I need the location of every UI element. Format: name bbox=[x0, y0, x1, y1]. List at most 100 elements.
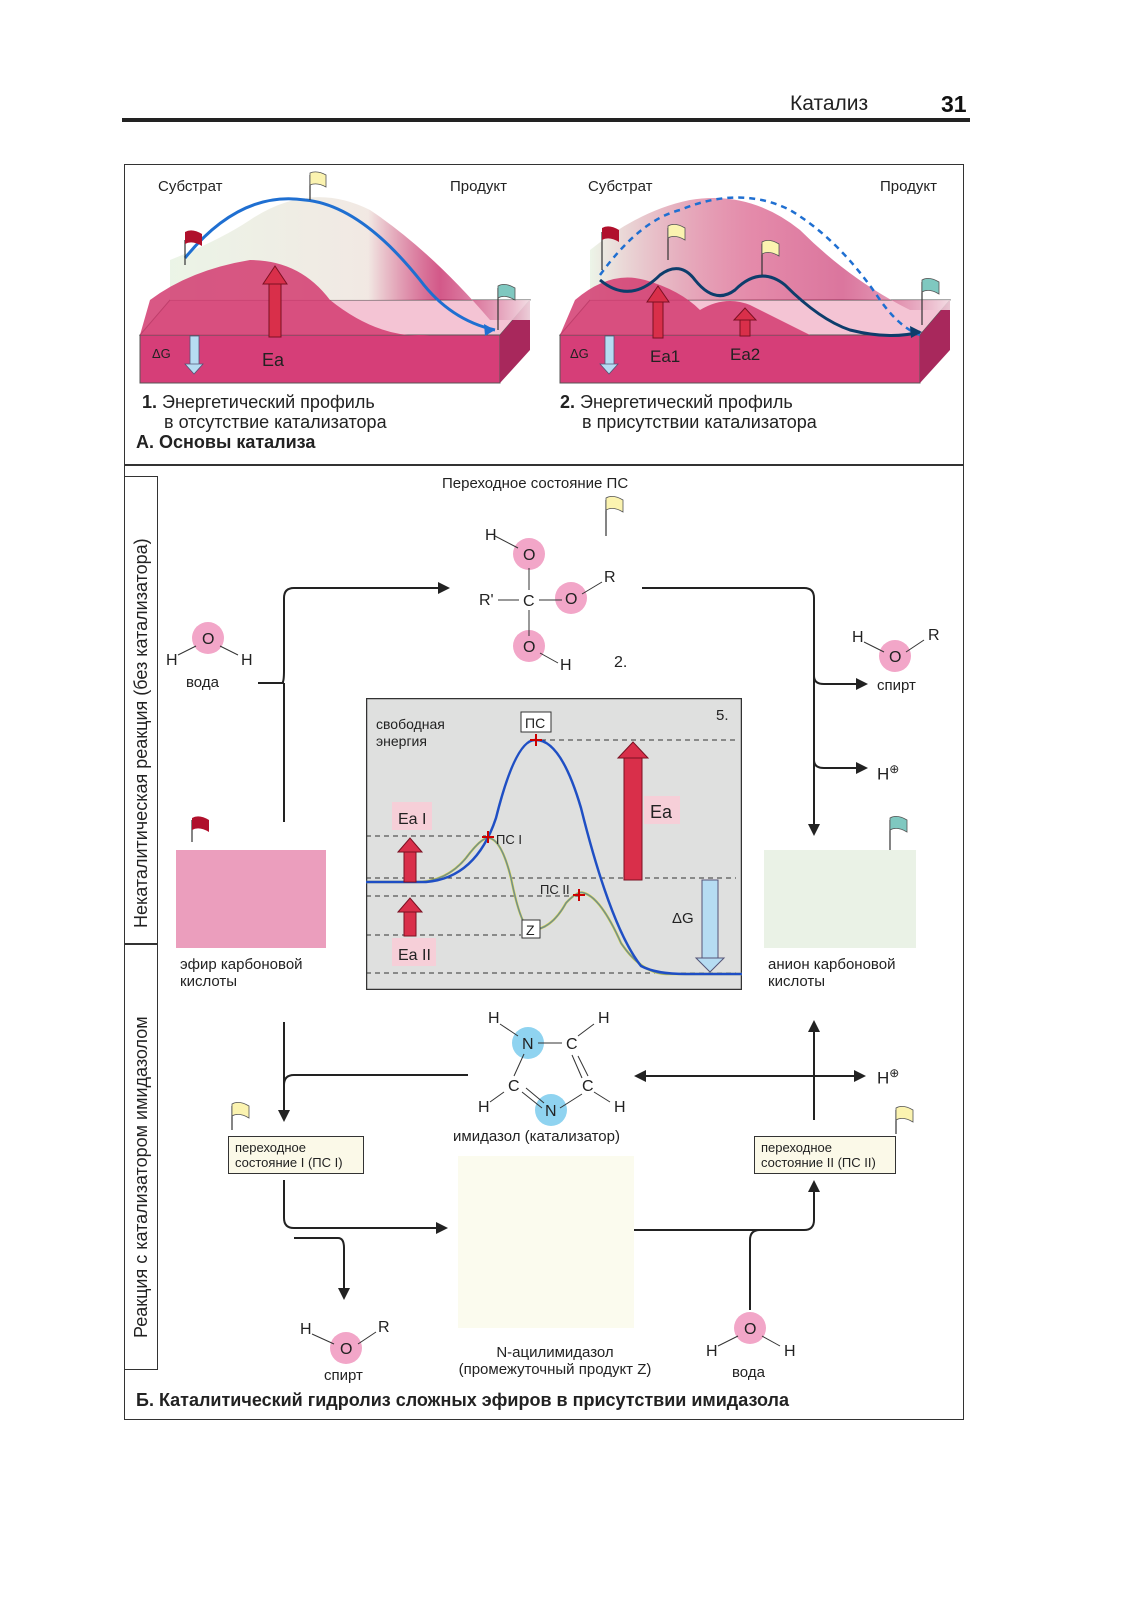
svg-text:H: H bbox=[478, 1099, 490, 1116]
ea1-label: Ea1 bbox=[650, 347, 680, 366]
delta-g-label-a2: ΔG bbox=[570, 346, 589, 361]
ester-line1: эфир карбоновой bbox=[180, 956, 303, 973]
svg-text:O: O bbox=[523, 639, 535, 656]
anion-line2: кислоты bbox=[768, 973, 826, 990]
energy-axis-line1: свободная bbox=[376, 716, 445, 732]
substrate-label-a2: Субстрат bbox=[588, 178, 653, 195]
ts1-graph-label: ПС I bbox=[496, 832, 522, 847]
substrate-label-a1: Субстрат bbox=[158, 178, 223, 195]
svg-text:H: H bbox=[560, 657, 572, 674]
ts2-line1: переходное bbox=[761, 1140, 832, 1155]
ts-label: ПС bbox=[525, 715, 545, 731]
svg-text:C: C bbox=[523, 593, 535, 610]
header-title: Катализ bbox=[790, 92, 869, 115]
svg-text:H: H bbox=[784, 1343, 796, 1360]
svg-text:H: H bbox=[852, 629, 864, 646]
svg-text:C: C bbox=[508, 1078, 520, 1095]
header-rule bbox=[122, 118, 970, 122]
page-number: 31 bbox=[941, 91, 967, 117]
svg-text:C: C bbox=[582, 1078, 594, 1095]
side-label-uncatalyzed: Некаталитическая реакция (без катализато… bbox=[131, 538, 151, 928]
water-label-top: вода bbox=[186, 674, 219, 691]
svg-text:N: N bbox=[545, 1103, 557, 1120]
graph-number: 5. bbox=[716, 707, 729, 724]
oxygen-atom bbox=[555, 582, 587, 614]
svg-text:O: O bbox=[523, 547, 535, 564]
section-divider bbox=[124, 464, 964, 466]
svg-text:H: H bbox=[485, 527, 497, 544]
svg-text:H: H bbox=[488, 1010, 500, 1027]
panel-b-title: Б. Каталитический гидролиз сложных эфиро… bbox=[136, 1390, 789, 1410]
svg-text:R: R bbox=[928, 627, 940, 644]
transition-state-title: Переходное состояние ПС bbox=[442, 475, 629, 492]
side-box-bottom bbox=[124, 944, 158, 1370]
ts-number: 2. bbox=[614, 654, 628, 671]
ea-ii-label: Ea II bbox=[398, 947, 431, 964]
anion-line1: анион карбоновой bbox=[768, 956, 896, 973]
proton-h-top: H bbox=[877, 764, 890, 784]
ea-graph-label: Ea bbox=[650, 802, 673, 822]
caption-a2: 2. Энергетический профиль в присутствии … bbox=[560, 392, 817, 432]
ea-label-a1: Ea bbox=[262, 350, 285, 370]
svg-text:O: O bbox=[565, 591, 577, 608]
ts1-line2: состояние I (ПС I) bbox=[235, 1155, 343, 1170]
svg-text:N: N bbox=[522, 1036, 534, 1053]
caption-a2-line1: Энергетический профиль bbox=[580, 392, 793, 412]
caption-a1: 1. Энергетический профиль в отсутствие к… bbox=[142, 392, 387, 432]
proton-h-bottom: H bbox=[877, 1068, 890, 1088]
caption-a1-line2: в отсутствие катализатора bbox=[164, 412, 387, 432]
acyl-line2: (промежуточный продукт Z) bbox=[458, 1361, 652, 1378]
ts2-line2: состояние II (ПС II) bbox=[761, 1155, 876, 1170]
acyl-imidazole-label: N-ацилимидазол(промежуточный продукт Z) bbox=[440, 1344, 670, 1378]
side-label-catalyzed: Реакция с катализатором имидазолом bbox=[131, 1016, 151, 1338]
reaction-scheme: H O R' C O R O H O H H O H R bbox=[166, 496, 940, 1364]
alcohol-label-top: спирт bbox=[877, 677, 916, 694]
svg-text:R: R bbox=[378, 1319, 390, 1336]
ea2-label: Ea2 bbox=[730, 345, 760, 364]
svg-text:H: H bbox=[241, 652, 253, 669]
svg-text:H: H bbox=[706, 1343, 718, 1360]
side-box-top bbox=[124, 476, 158, 944]
delta-g-label-a1: ΔG bbox=[152, 346, 171, 361]
energy-profile-catalyzed: ΔG Ea1 Ea2 bbox=[558, 196, 952, 384]
svg-text:H: H bbox=[300, 1321, 312, 1338]
delta-g-graph-label: ΔG bbox=[672, 910, 694, 927]
svg-text:H: H bbox=[598, 1010, 610, 1027]
proton-label-top: H⊕ bbox=[877, 762, 900, 784]
product-label-a2: Продукт bbox=[880, 178, 937, 195]
alcohol-label-bottom: спирт bbox=[324, 1367, 363, 1384]
ester-line2: кислоты bbox=[180, 973, 238, 990]
panel-a-title: А. Основы катализа bbox=[136, 432, 316, 452]
caption-a2-num: 2. bbox=[560, 392, 576, 412]
svg-text:H: H bbox=[614, 1099, 626, 1116]
svg-text:O: O bbox=[340, 1341, 352, 1358]
svg-text:C: C bbox=[566, 1036, 578, 1053]
caption-a1-line1: Энергетический профиль bbox=[162, 392, 375, 412]
product-label-a1: Продукт bbox=[450, 178, 507, 195]
svg-text:O: O bbox=[744, 1321, 756, 1338]
svg-text:R': R' bbox=[479, 592, 494, 609]
ts2-graph-label: ПС II bbox=[540, 882, 570, 897]
svg-text:O: O bbox=[202, 631, 214, 648]
svg-text:R: R bbox=[604, 569, 616, 586]
energy-axis-line2: энергия bbox=[376, 733, 427, 749]
proton-label-bottom: H⊕ bbox=[877, 1066, 900, 1088]
ts1-line1: переходное bbox=[235, 1140, 306, 1155]
energy-profile-uncatalyzed: ΔG Ea bbox=[138, 171, 532, 384]
caption-a2-line2: в присутствии катализатора bbox=[582, 412, 817, 432]
water-label-bottom: вода bbox=[732, 1364, 765, 1381]
oxygen-atom bbox=[513, 538, 545, 570]
energy-diagram: свободная энергия 5. ПС ПС I ПС II Z Ea … bbox=[366, 698, 742, 990]
ea-i-label: Ea I bbox=[398, 811, 426, 828]
acyl-line1: N-ацилимидазол bbox=[496, 1344, 614, 1361]
svg-text:H: H bbox=[166, 652, 178, 669]
svg-text:O: O bbox=[889, 649, 901, 666]
caption-a1-num: 1. bbox=[142, 392, 158, 412]
intermediate-z-label: Z bbox=[526, 922, 535, 938]
oxygen-atom bbox=[513, 630, 545, 662]
imidazole-label: имидазол (катализатор) bbox=[453, 1128, 620, 1145]
